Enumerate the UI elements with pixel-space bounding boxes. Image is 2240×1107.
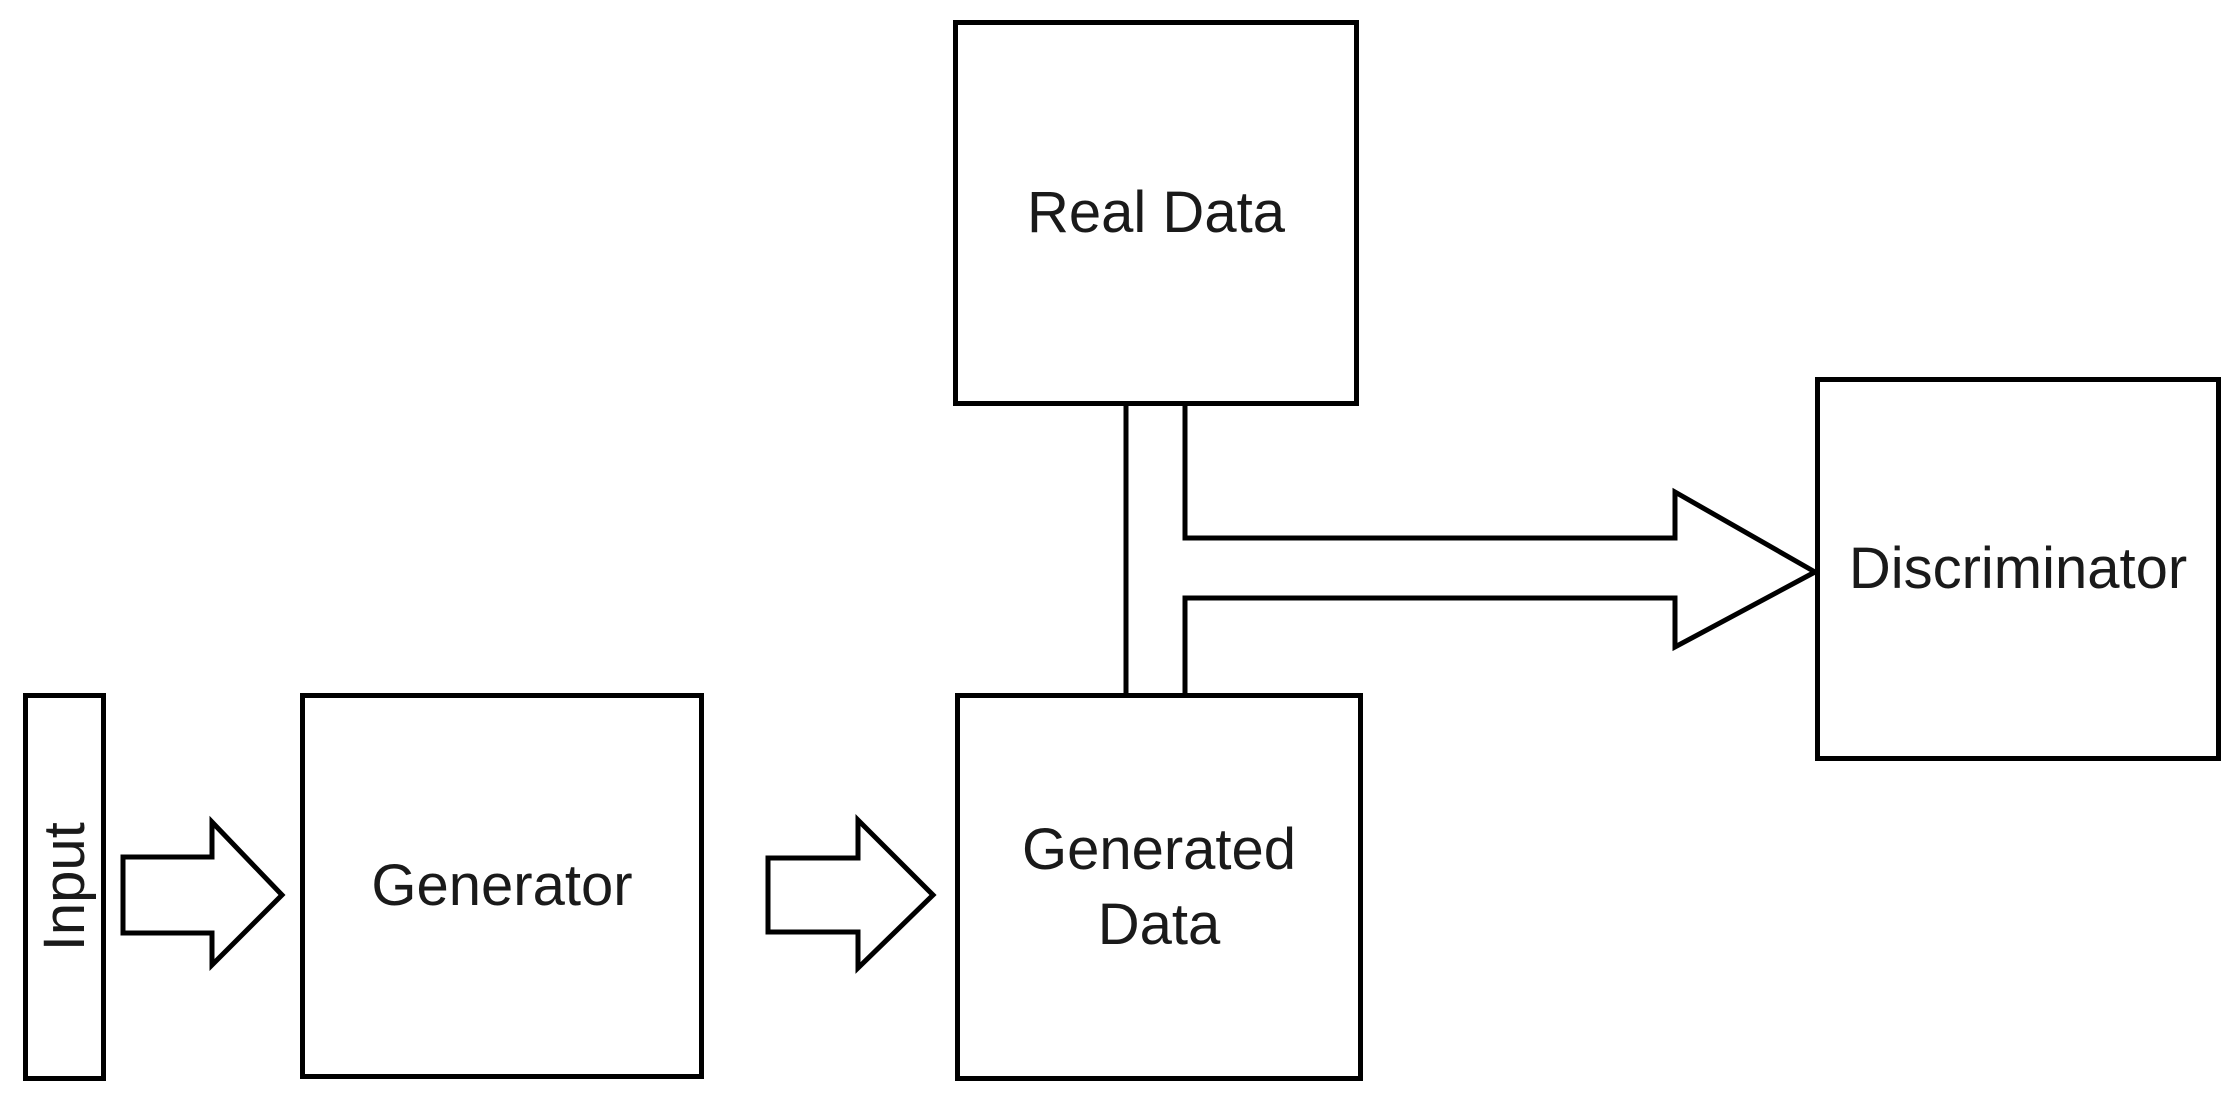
input-node-label: Input (31, 822, 97, 952)
generated-data-node-label: Generated Data (1022, 812, 1296, 963)
real-data-node: Real Data (953, 20, 1359, 406)
generated-data-label-line2: Data (1097, 892, 1221, 957)
generated-data-node: Generated Data (955, 693, 1363, 1081)
generated-data-label-line1: Generated (1021, 816, 1297, 882)
generator-to-generated-data-arrow-icon (765, 813, 937, 974)
generator-node: Generator (300, 693, 704, 1079)
input-to-generator-arrow-icon (120, 815, 286, 972)
merge-pipe-discriminator-arrowhead-icon (1182, 405, 1821, 693)
input-node: Input (23, 693, 106, 1081)
discriminator-node-label: Discriminator (1848, 536, 2188, 602)
discriminator-node: Discriminator (1815, 377, 2221, 761)
generator-node-label: Generator (371, 853, 633, 919)
real-data-node-label: Real Data (1027, 180, 1285, 246)
